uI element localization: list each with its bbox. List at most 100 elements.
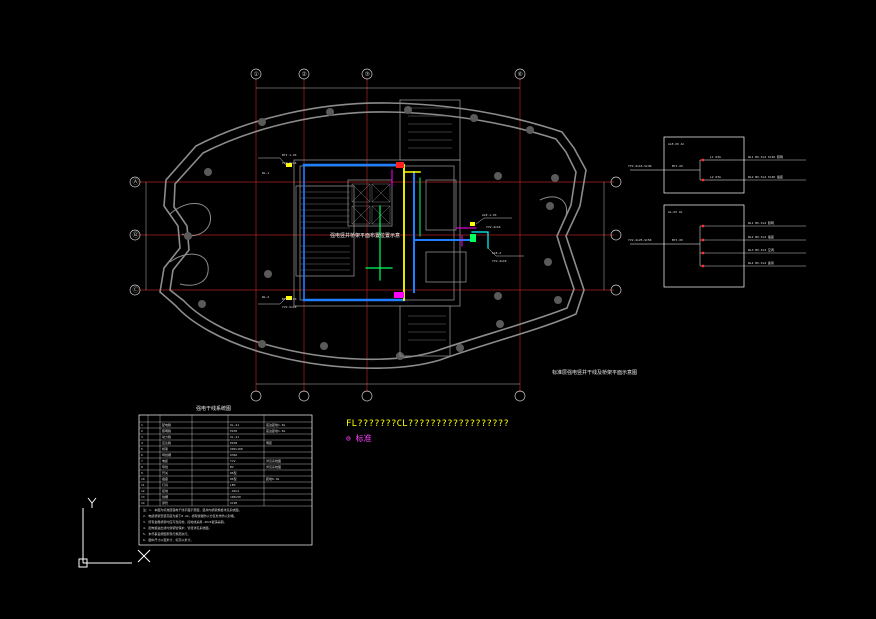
svg-text:BV: BV xyxy=(230,465,234,469)
svg-text:ALE-2: ALE-2 xyxy=(492,251,501,255)
svg-text:详见系统图: 详见系统图 xyxy=(266,464,281,469)
grid-bubble-labels: ① ② ③ ⑥ Ⓐ Ⓑ Ⓒ xyxy=(133,71,523,294)
equipment-markers xyxy=(286,162,476,300)
dimension-lines xyxy=(145,87,605,385)
svg-text:BYJ-XX: BYJ-XX xyxy=(672,238,683,242)
svg-text:WL3 BV-3x4 空调: WL3 BV-3x4 空调 xyxy=(748,247,774,252)
floor-label: 标准层强电竖井干线及桥架平面示意图 xyxy=(552,369,637,376)
svg-text:WL1 BV-3x4 照明: WL1 BV-3x4 照明 xyxy=(748,221,774,225)
svg-text:3. 所有金属桥架均应可靠接地，接地线采用-40x4镀锌扁钢: 3. 所有金属桥架均应可靠接地，接地线采用-40x4镀锌扁钢。 xyxy=(143,519,226,524)
grid-bubbles xyxy=(129,68,622,402)
svg-text:5. 未尽事宜按国家现行规范执行。: 5. 未尽事宜按国家现行规范执行。 xyxy=(143,531,190,536)
svg-text:3: 3 xyxy=(141,435,143,439)
grid-lines xyxy=(140,78,614,392)
svg-text:1: 1 xyxy=(141,423,143,427)
grid-row-a: Ⓐ xyxy=(133,178,139,186)
svg-text:BYJ-1-XX: BYJ-1-XX xyxy=(282,153,297,157)
svg-text:插座: 插座 xyxy=(162,476,168,481)
svg-text:WL1 BV-3x4 SC20 照明: WL1 BV-3x4 SC20 照明 xyxy=(748,155,783,159)
svg-text:L1 63A: L1 63A xyxy=(710,155,721,159)
leader-lines xyxy=(258,157,524,305)
svg-text:ALE-XX AC: ALE-XX AC xyxy=(668,142,684,146)
svg-text:WL-1: WL-1 xyxy=(262,171,269,175)
svg-text:10: 10 xyxy=(141,477,145,481)
elevator-shafts xyxy=(351,183,391,225)
svg-text:86型: 86型 xyxy=(230,470,237,475)
svg-text:PZ30: PZ30 xyxy=(230,441,237,445)
svg-text:WL4 BV-3x4 备用: WL4 BV-3x4 备用 xyxy=(748,260,774,265)
svg-text:桥架: 桥架 xyxy=(162,446,168,451)
svg-text:WL2 BV-3x4 插座: WL2 BV-3x4 插座 xyxy=(748,234,774,239)
magenta-annotation-text: 标准 xyxy=(355,434,372,443)
legend-title: 强电干线系统图 xyxy=(196,405,231,412)
grid-col-2: ② xyxy=(302,71,307,78)
svg-text:7: 7 xyxy=(141,459,143,463)
svg-text:86型: 86型 xyxy=(230,476,237,481)
svg-text:YJV-4x16-SC40: YJV-4x16-SC40 xyxy=(628,164,652,168)
svg-text:9: 9 xyxy=(141,471,143,475)
legend-table[interactable]: 强电干线系统图 123 456 789 1 xyxy=(138,405,313,546)
svg-text:BYJ-2-XX: BYJ-2-XX xyxy=(282,297,297,301)
riser-diagram-2[interactable]: AL-XX AC YJV-4x25-SC50 BYJ-XX WL1 BV-3x4… xyxy=(628,204,806,288)
grid-col-3: ③ xyxy=(365,71,370,78)
svg-text:详见系统图: 详见系统图 xyxy=(266,458,281,463)
svg-text:YJV: YJV xyxy=(230,459,236,463)
grid-col-1: ① xyxy=(254,71,259,78)
svg-text:6: 6 xyxy=(141,453,143,457)
svg-text:动力箱: 动力箱 xyxy=(162,434,171,439)
svg-text:注：1. 本图为标准层强电干线平面示意图，竖井内桥架规格详见: 注：1. 本图为标准层强电干线平面示意图，竖井内桥架规格详见系统图。 xyxy=(143,507,241,512)
plan-annotation: 强电竖井桥架平面布置位置示意 xyxy=(330,232,400,239)
svg-text:YJV-4x25-SC50: YJV-4x25-SC50 xyxy=(628,238,652,242)
svg-text:8: 8 xyxy=(141,465,143,469)
svg-text:630A: 630A xyxy=(230,453,237,457)
svg-text:YJV-5x16: YJV-5x16 xyxy=(282,161,297,165)
svg-text:WL-2: WL-2 xyxy=(262,295,269,299)
svg-text:明装: 明装 xyxy=(266,440,272,445)
svg-text:200x100: 200x100 xyxy=(230,447,243,451)
svg-text:线槽: 线槽 xyxy=(162,494,168,499)
svg-text:ALE-1-XX: ALE-1-XX xyxy=(482,213,497,217)
svg-text:14: 14 xyxy=(141,501,145,505)
svg-text:照明箱: 照明箱 xyxy=(162,428,171,433)
svg-text:YJV-5x10: YJV-5x10 xyxy=(282,305,297,309)
svg-text:距地0.3m: 距地0.3m xyxy=(266,476,279,481)
svg-text:YJV-4x16: YJV-4x16 xyxy=(486,225,501,229)
svg-text:SC20: SC20 xyxy=(230,501,237,505)
svg-text:WL2 BV-3x4 SC20 插座: WL2 BV-3x4 SC20 插座 xyxy=(748,174,783,179)
svg-text:6. 图中尺寸以毫米计，标高以米计。: 6. 图中尺寸以毫米计，标高以米计。 xyxy=(143,537,193,542)
svg-text:应急箱: 应急箱 xyxy=(162,440,171,445)
svg-text:L2 63A: L2 63A xyxy=(710,175,721,179)
svg-text:11: 11 xyxy=(141,483,145,487)
svg-text:YJV-4x10: YJV-4x10 xyxy=(492,259,507,263)
svg-text:2. 电缆桥架安装高度为梁下0.2m，桥架穿越防火分区处作防: 2. 电缆桥架安装高度为梁下0.2m，桥架穿越防火分区处作防火封堵。 xyxy=(143,513,237,518)
svg-text:底边距地1.5m: 底边距地1.5m xyxy=(266,422,285,427)
svg-text:XL-21: XL-21 xyxy=(230,435,239,439)
svg-text:电缆: 电缆 xyxy=(162,458,168,463)
svg-text:-40x4: -40x4 xyxy=(230,489,239,493)
svg-text:穿管: 穿管 xyxy=(162,500,168,505)
svg-text:XL-21: XL-21 xyxy=(230,423,239,427)
grid-row-b: Ⓑ xyxy=(133,231,139,239)
svg-text:13: 13 xyxy=(141,495,145,499)
stair-hatching xyxy=(300,107,452,341)
grid-row-c: Ⓒ xyxy=(133,286,139,294)
svg-text:导线: 导线 xyxy=(162,464,168,469)
grid-col-6: ⑥ xyxy=(518,71,523,78)
magenta-annotation: ⊜ 标准 xyxy=(346,433,372,444)
building-outline xyxy=(159,102,587,369)
ucs-icon xyxy=(78,497,151,568)
svg-text:开关: 开关 xyxy=(162,470,168,475)
yellow-annotation: FL???????CL?????????????????? xyxy=(346,419,509,429)
magenta-circle-icon: ⊜ xyxy=(346,434,351,443)
svg-text:底边距地1.5m: 底边距地1.5m xyxy=(266,428,285,433)
svg-text:BYJ-XX: BYJ-XX xyxy=(672,164,683,168)
perimeter-columns xyxy=(184,106,562,360)
svg-text:PZ30: PZ30 xyxy=(230,429,237,433)
svg-text:母线槽: 母线槽 xyxy=(162,452,171,457)
leader-labels: BYJ-1-XX YJV-5x16 WL-1 BYJ-2-XX YJV-5x10… xyxy=(262,153,507,309)
riser-diagram-1[interactable]: ALE-XX AC YJV-4x16-SC40 BYJ-XX L1 63A L2… xyxy=(628,136,806,194)
svg-text:配电箱: 配电箱 xyxy=(162,422,171,427)
svg-text:灯具: 灯具 xyxy=(162,482,168,487)
svg-text:12: 12 xyxy=(141,489,145,493)
